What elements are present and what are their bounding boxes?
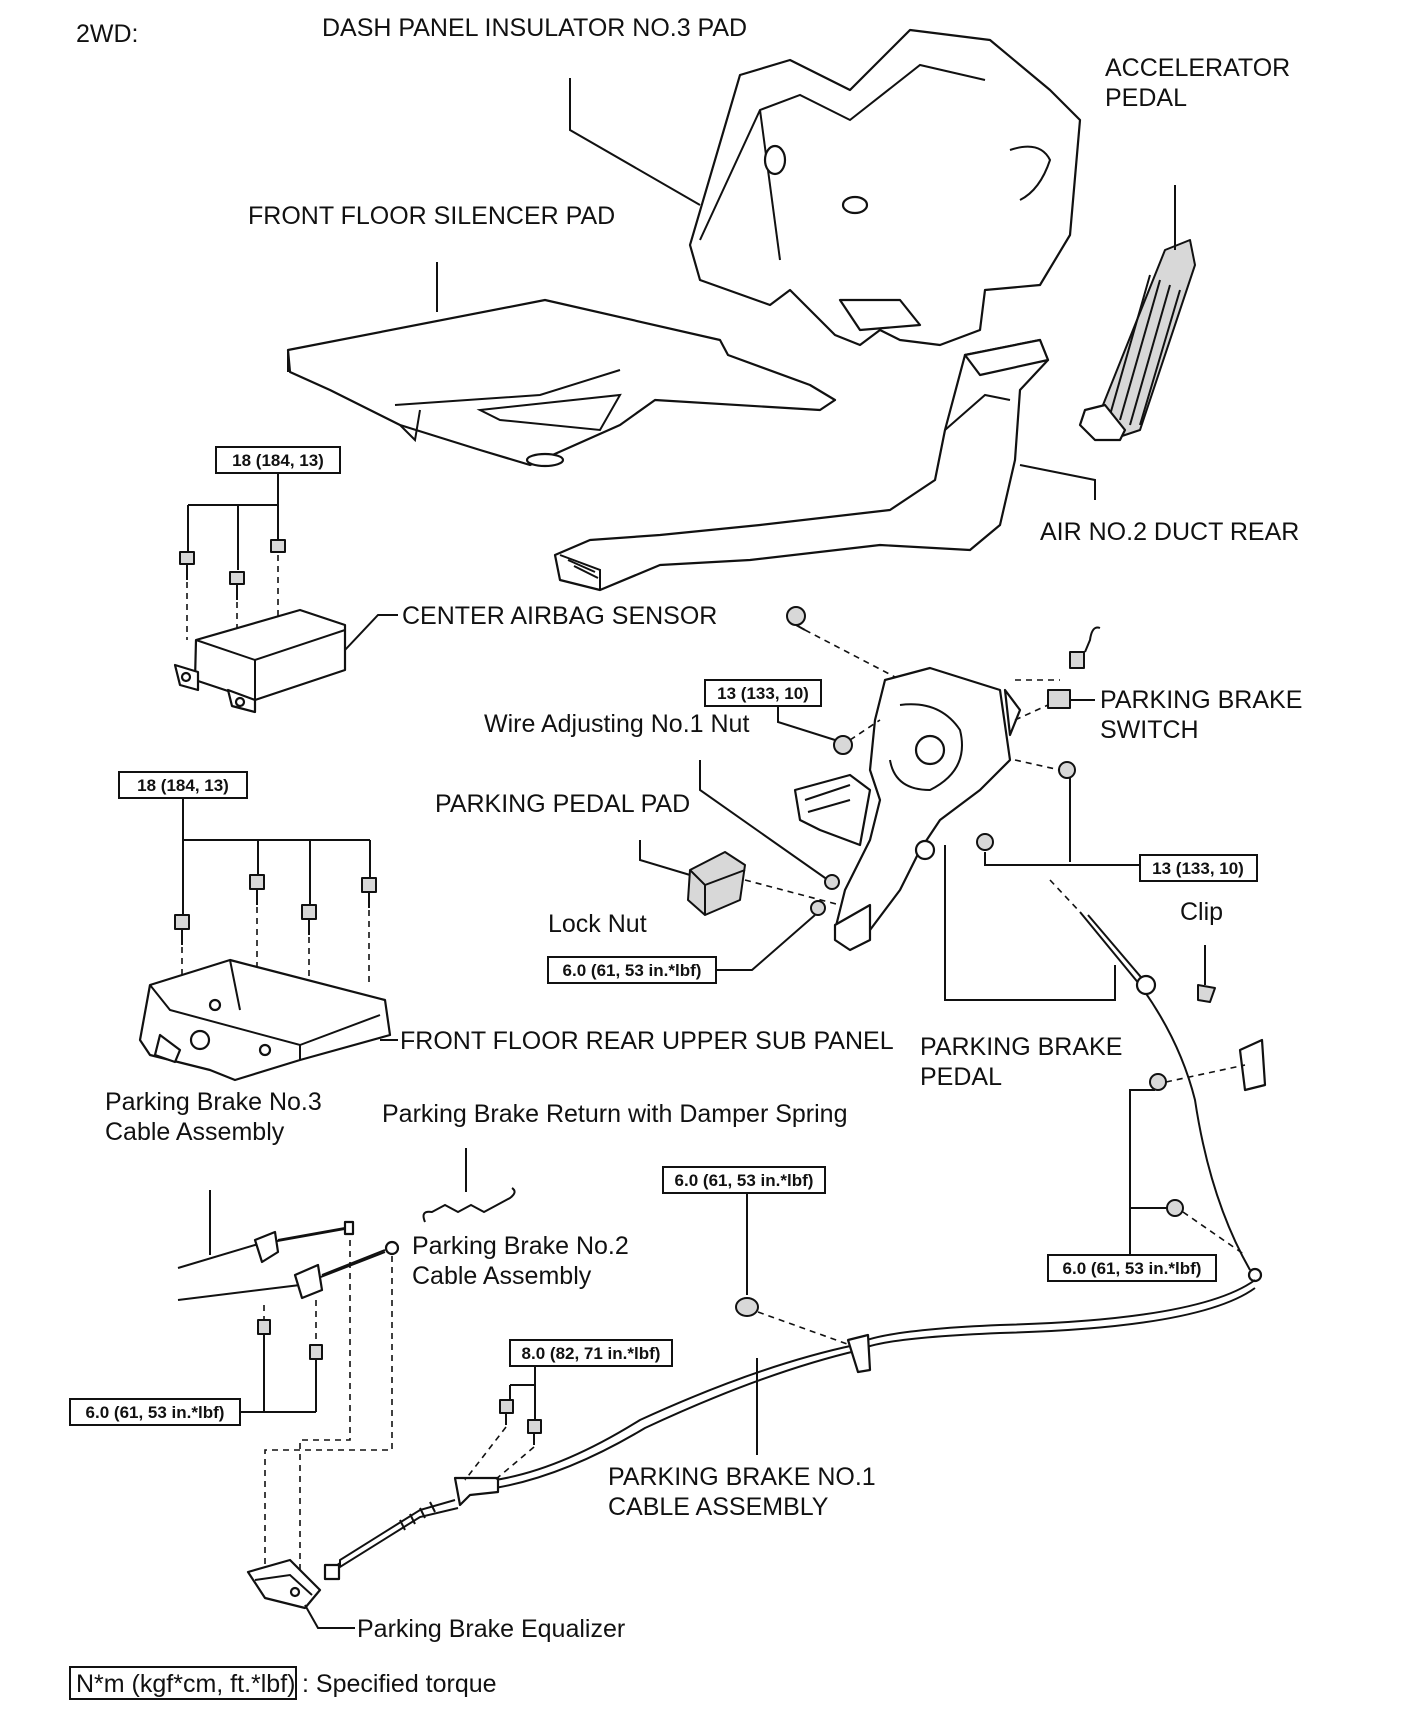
parking-brake-switch-label-2: SWITCH	[1100, 716, 1199, 744]
parking-brake-pedal-label-1: PARKING BRAKE	[920, 1033, 1122, 1061]
legend-description: : Specified torque	[302, 1670, 497, 1698]
bracket-nut-2	[1166, 1199, 1184, 1217]
no1-cable-lower	[323, 1279, 1256, 1581]
accelerator-label-2: PEDAL	[1105, 84, 1187, 112]
front-floor-rear-upper-sub-panel	[138, 958, 392, 1082]
airbag-torque-leaders	[187, 473, 279, 570]
airbag-torque: 18 (184, 13)	[232, 451, 324, 470]
bracket-torque-box	[1047, 1254, 1217, 1282]
pedal-top-bolt	[786, 606, 806, 631]
bracket-dash	[1165, 1064, 1246, 1256]
no2-cable-label-2: Cable Assembly	[412, 1262, 592, 1290]
airbag-sensor-bolts	[179, 539, 286, 600]
lock-nut-label: Lock Nut	[548, 910, 647, 938]
clip	[1197, 984, 1216, 1003]
lock-nut	[810, 900, 826, 916]
airbag-leader	[344, 614, 398, 651]
equalizer-dash	[264, 1240, 393, 1580]
no2-cable	[177, 1240, 400, 1301]
pedal-upper-nut	[833, 735, 853, 755]
variant-label: 2WD:	[76, 20, 139, 48]
lock-nut-torque: 6.0 (61, 53 in.*lbf)	[563, 961, 702, 980]
no1-cable-upper-dash	[1049, 879, 1081, 913]
floor-panel-torque-leaders	[182, 798, 371, 915]
dash-panel-insulator	[688, 28, 1082, 347]
return-spring-label: Parking Brake Return with Damper Spring	[382, 1100, 847, 1128]
dash-panel-insulator-label: DASH PANEL INSULATOR NO.3 PAD	[322, 14, 747, 42]
no1-rear-torque-box	[509, 1339, 673, 1367]
floor-panel-torque-box	[118, 771, 248, 799]
lock-nut-torque-box	[547, 956, 717, 984]
no3-cable-label-2: Cable Assembly	[105, 1118, 285, 1146]
no3-cable-label-1: Parking Brake No.3	[105, 1088, 322, 1116]
bracket-nut-1	[1149, 1073, 1167, 1091]
parking-brake-pedal	[793, 666, 1022, 952]
pedal-pad-leader	[639, 840, 691, 876]
pedal-right-torque: 13 (133, 10)	[1152, 859, 1244, 878]
no2-torque-box	[69, 1398, 241, 1426]
no1-cable-label-2: CABLE ASSEMBLY	[608, 1493, 829, 1521]
pedal-upper-torque-box	[704, 679, 822, 707]
center-airbag-sensor	[173, 608, 347, 714]
pedal-pad-dash	[744, 879, 841, 906]
pedal-right-nut-2	[976, 833, 994, 851]
no1-clamp-dash	[757, 1311, 851, 1346]
no2-torque: 6.0 (61, 53 in.*lbf)	[86, 1403, 225, 1422]
no1-clamp-torque-box	[662, 1166, 826, 1194]
parking-pedal-pad	[687, 851, 746, 916]
wire-adjust-leader	[699, 760, 829, 881]
lock-nut-leader	[716, 914, 816, 971]
parking-pedal-pad-label: PARKING PEDAL PAD	[435, 790, 690, 818]
air-duct-rear	[553, 338, 1050, 592]
center-airbag-sensor-label: CENTER AIRBAG SENSOR	[402, 602, 717, 630]
no1-cable-label-1: PARKING BRAKE NO.1	[608, 1463, 876, 1491]
parking-brake-equalizer	[246, 1558, 322, 1610]
pedal-upper-torque: 13 (133, 10)	[717, 684, 809, 703]
accelerator-label-1: ACCELERATOR	[1105, 54, 1290, 82]
no1-cable-upper	[1079, 911, 1267, 1283]
front-floor-silencer-pad	[286, 298, 837, 468]
legend-unit: N*m (kgf*cm, ft.*lbf)	[76, 1670, 295, 1698]
return-spring	[422, 1187, 516, 1223]
parking-brake-pedal-label-2: PEDAL	[920, 1063, 1002, 1091]
no1-clamp-nut	[735, 1297, 759, 1317]
no3-cable	[177, 1220, 355, 1269]
pedal-leader	[944, 845, 1116, 1001]
front-floor-rear-panel-label: FRONT FLOOR REAR UPPER SUB PANEL	[400, 1027, 894, 1055]
no1-rear-dash	[464, 1426, 535, 1481]
parking-brake-switch-label-1: PARKING BRAKE	[1100, 686, 1302, 714]
floor-panel-torque: 18 (184, 13)	[137, 776, 229, 795]
floor-panel-bolts	[174, 874, 377, 945]
bracket-torque: 6.0 (61, 53 in.*lbf)	[1063, 1259, 1202, 1278]
legend-box	[69, 1666, 297, 1700]
bracket-torque-leader	[1129, 1089, 1168, 1258]
wire-adjusting-nut	[824, 874, 840, 890]
switch-dash	[1014, 679, 1060, 721]
front-floor-silencer-label: FRONT FLOOR SILENCER PAD	[248, 202, 615, 230]
no2-cable-label-1: Parking Brake No.2	[412, 1232, 629, 1260]
accelerator-pedal	[1078, 239, 1196, 442]
equalizer-leader	[304, 1604, 355, 1629]
no2-torque-leader	[240, 1370, 317, 1413]
wire-adjusting-nut-label: Wire Adjusting No.1 Nut	[484, 710, 749, 738]
pedal-upper-torque-leader	[777, 706, 836, 741]
clip-label: Clip	[1180, 898, 1223, 926]
no1-rear-torque: 8.0 (82, 71 in.*lbf)	[522, 1344, 661, 1363]
no2-cable-bolts	[257, 1319, 323, 1385]
dash-panel-leader	[569, 78, 701, 206]
pedal-right-torque-box	[1139, 854, 1258, 882]
air-duct-leader	[1019, 464, 1096, 500]
no1-rear-torque-leader	[509, 1366, 536, 1420]
equalizer-label: Parking Brake Equalizer	[357, 1615, 625, 1643]
pedal-right-torque-leader	[984, 778, 1140, 866]
no1-rear-bolts	[499, 1399, 542, 1445]
air-duct-label: AIR NO.2 DUCT REAR	[1040, 518, 1299, 546]
pedal-right-dash	[1014, 759, 1061, 771]
no2-bolt-dash	[263, 1300, 317, 1345]
pedal-right-nut-1	[1058, 761, 1076, 779]
no1-clamp-torque: 6.0 (61, 53 in.*lbf)	[675, 1171, 814, 1190]
parking-brake-switch	[1047, 626, 1101, 709]
